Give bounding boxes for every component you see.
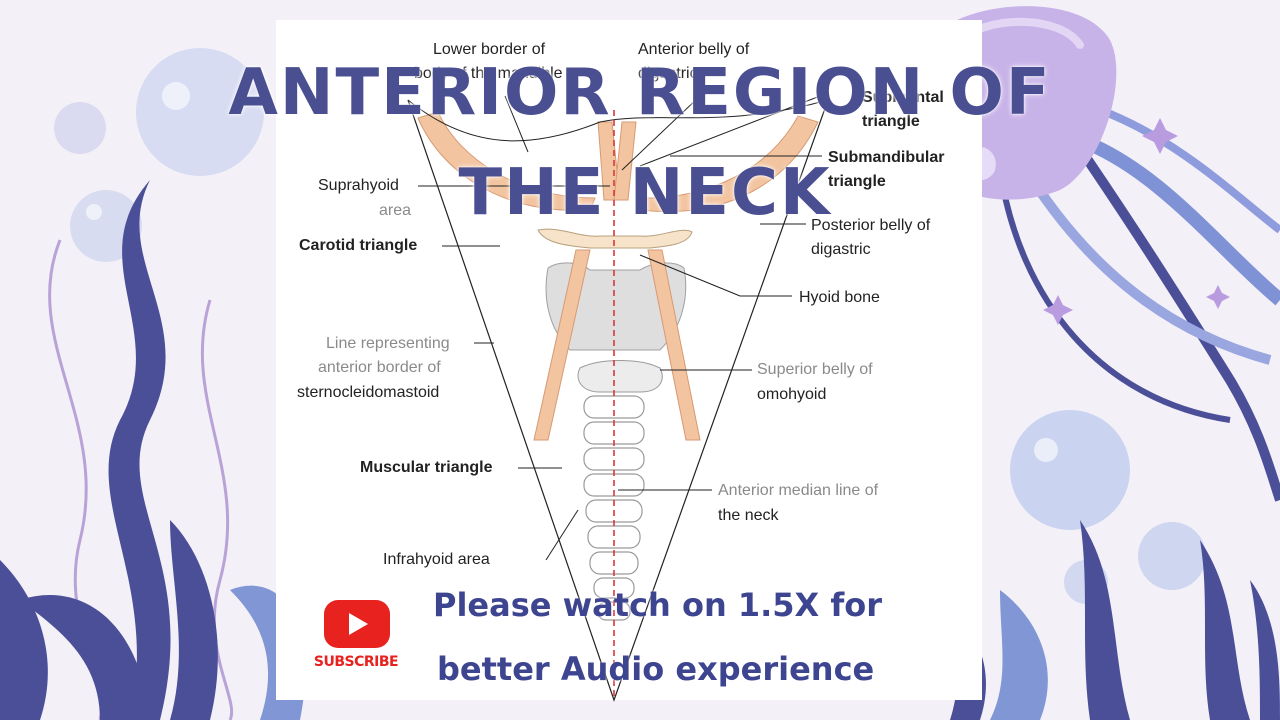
sternohyoid-right (647, 249, 701, 441)
cricoid-cartilage (577, 360, 663, 393)
label-median-line-1: Anterior median line of (718, 482, 879, 499)
seaweed-right (950, 520, 1280, 720)
label-line-rep-3: sternocleidomastoid (297, 384, 440, 401)
triangle-outline (407, 99, 829, 702)
label-muscular-triangle: Muscular triangle (360, 459, 493, 476)
label-suprahyoid-2: area (379, 202, 412, 219)
label-hyoid-bone: Hyoid bone (799, 289, 880, 306)
label-suprahyoid-1: Suprahyoid (318, 177, 399, 194)
label-lower-border-2: body of the mandible (414, 65, 563, 82)
mandible-lower-border (407, 99, 829, 142)
label-submandibular-2: triangle (828, 173, 886, 190)
label-lower-border-1: Lower border of (433, 41, 546, 58)
youtube-play-icon (324, 600, 390, 648)
label-submandibular-1: Submandibular (828, 149, 945, 166)
playback-note-line-1: Please watch on 1.5X for (433, 586, 883, 624)
label-median-line-2: the neck (718, 507, 779, 524)
digastric-right-muscle (637, 115, 819, 212)
leader-lines (418, 95, 822, 561)
label-posterior-belly-1: Posterior belly of (811, 217, 931, 234)
subscribe-badge[interactable]: SUBSCRIBE (306, 596, 406, 680)
subscribe-label: SUBSCRIBE (313, 654, 399, 670)
label-anterior-belly-2: digastric (638, 65, 698, 82)
video-title-line-2: THE NECK (458, 156, 832, 230)
label-submental-2: triangle (862, 113, 920, 130)
label-posterior-belly-2: digastric (811, 241, 871, 258)
label-superior-belly-1: Superior belly of (757, 361, 873, 378)
sternohyoid-left (533, 249, 591, 441)
playback-note-line-2: better Audio experience (437, 650, 875, 688)
video-title-line-1: ANTERIOR REGION OF (228, 56, 1052, 130)
label-line-rep-1: Line representing (326, 335, 450, 352)
label-submental-1: Submental (862, 89, 944, 106)
anterior-belly-muscle-right (613, 121, 637, 201)
label-carotid-triangle: Carotid triangle (299, 237, 418, 254)
label-infrahyoid-area: Infrahyoid area (383, 551, 490, 568)
label-superior-belly-2: omohyoid (757, 386, 827, 403)
digastric-left-muscle (417, 111, 596, 211)
label-anterior-belly-1: Anterior belly of (638, 41, 750, 58)
hyoid-bone-shape (537, 228, 693, 249)
label-line-rep-2: anterior border of (318, 359, 441, 376)
